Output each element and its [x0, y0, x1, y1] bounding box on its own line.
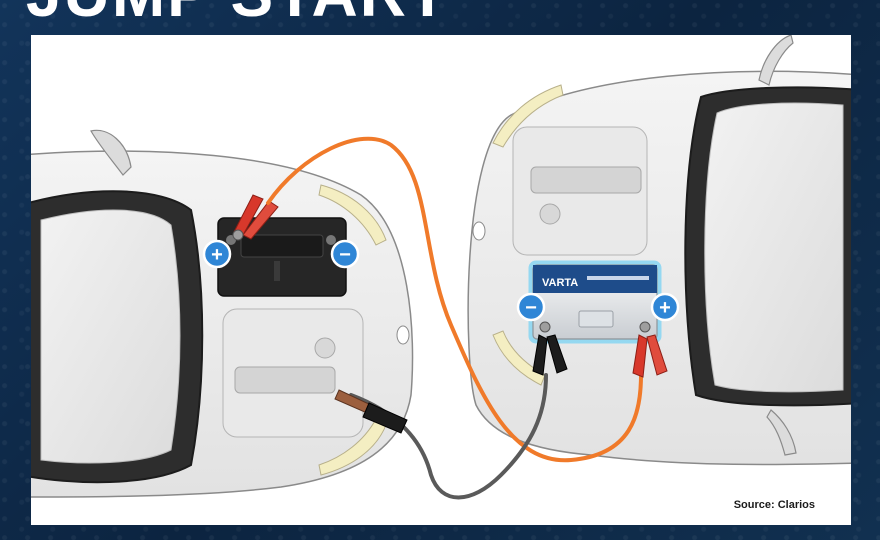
left-car-mirror	[90, 129, 132, 176]
left-car-engine-slot	[234, 366, 336, 394]
right-car-oil-cap	[539, 203, 561, 225]
right-battery-indicator	[578, 310, 614, 328]
right-battery-brand: VARTA	[542, 277, 578, 289]
right-car-windshield	[704, 102, 844, 393]
left-minus-badge: −	[330, 239, 360, 269]
left-battery-label-area	[240, 234, 324, 258]
right-car-mirror-top	[758, 35, 794, 86]
left-car-headlight-top	[318, 184, 387, 246]
ground-black-clamp	[334, 389, 408, 434]
right-car: VARTA − +	[467, 35, 851, 466]
right-black-clamp	[532, 321, 568, 376]
right-car-headlight-top	[492, 84, 564, 148]
left-red-clamp	[232, 194, 279, 241]
source-credit: Source: Clarios	[733, 499, 815, 511]
right-car-headlight-bottom	[492, 330, 546, 386]
left-car-windshield	[40, 209, 181, 464]
right-red-clamp	[632, 321, 668, 378]
left-battery-vent	[274, 261, 280, 281]
left-plus-label: +	[211, 244, 223, 266]
right-car-emblem	[472, 221, 486, 241]
right-car-engine-slot	[530, 166, 642, 194]
left-car: + −	[31, 129, 414, 498]
left-plus-badge: +	[202, 239, 232, 269]
right-battery: VARTA	[528, 260, 662, 344]
jump-start-diagram: + −	[31, 35, 851, 500]
left-car-oil-cap	[314, 337, 336, 359]
right-plus-badge: +	[650, 292, 680, 322]
red-jumper-cable	[266, 136, 643, 463]
diagram-panel: + −	[31, 35, 851, 525]
left-minus-label: −	[339, 244, 351, 266]
right-plus-label: +	[659, 297, 671, 319]
right-battery-spec-bar	[587, 276, 649, 280]
left-battery-post-minus	[326, 235, 336, 245]
headline: JUMP START	[26, 0, 449, 26]
right-minus-badge: −	[516, 292, 546, 322]
left-car-emblem	[396, 325, 410, 345]
right-car-mirror-bottom	[766, 409, 797, 456]
left-car-headlight-bottom	[318, 418, 387, 476]
right-minus-label: −	[525, 297, 537, 319]
